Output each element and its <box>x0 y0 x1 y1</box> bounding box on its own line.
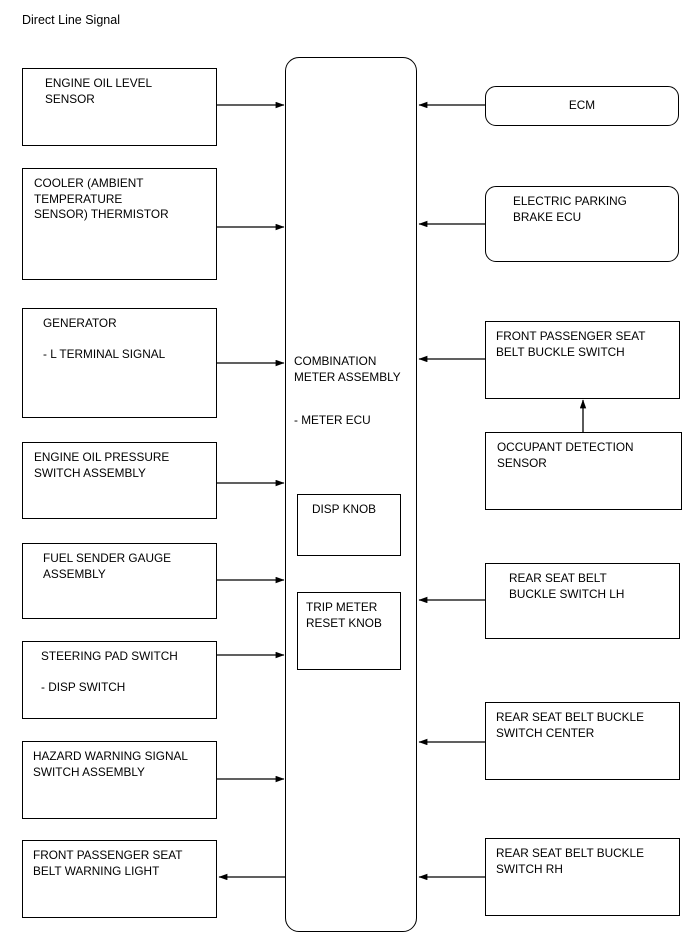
node-generator[interactable]: GENERATOR - L TERMINAL SIGNAL <box>22 308 217 418</box>
node-steering-pad-switch[interactable]: STEERING PAD SWITCH - DISP SWITCH <box>22 641 217 719</box>
node-rear-seat-belt-buckle-switch-center[interactable]: REAR SEAT BELT BUCKLE SWITCH CENTER <box>485 702 680 780</box>
node-ecm[interactable]: ECM <box>485 86 679 126</box>
node-hazard-warning-signal-switch-assembly[interactable]: HAZARD WARNING SIGNAL SWITCH ASSEMBLY <box>22 741 217 819</box>
node-rear-seat-belt-buckle-switch-rh[interactable]: REAR SEAT BELT BUCKLE SWITCH RH <box>485 838 680 916</box>
electric-parking-brake-ecu-label: ELECTRIC PARKING BRAKE ECU <box>513 194 627 224</box>
engine-oil-pressure-switch-label: ENGINE OIL PRESSURE SWITCH ASSEMBLY <box>34 450 170 480</box>
node-electric-parking-brake-ecu[interactable]: ELECTRIC PARKING BRAKE ECU <box>485 186 679 262</box>
engine-oil-level-sensor-label: ENGINE OIL LEVEL SENSOR <box>45 76 153 106</box>
cooler-thermistor-label: COOLER (AMBIENT TEMPERATURE SENSOR) THER… <box>34 176 169 221</box>
node-cooler-ambient-temperature-sensor-thermistor[interactable]: COOLER (AMBIENT TEMPERATURE SENSOR) THER… <box>22 168 217 280</box>
generator-label: GENERATOR - L TERMINAL SIGNAL <box>43 316 166 361</box>
node-trip-meter-reset-knob[interactable]: TRIP METER RESET KNOB <box>297 592 401 670</box>
occupant-detection-sensor-label: OCCUPANT DETECTION SENSOR <box>497 440 634 470</box>
disp-knob-label: DISP KNOB <box>312 502 377 516</box>
rear-buckle-switch-rh-label: REAR SEAT BELT BUCKLE SWITCH RH <box>496 846 644 876</box>
page-title: Direct Line Signal <box>22 13 120 27</box>
ecm-label: ECM <box>568 98 596 112</box>
front-passenger-buckle-switch-label: FRONT PASSENGER SEAT BELT BUCKLE SWITCH <box>496 329 646 359</box>
trip-meter-reset-knob-label: TRIP METER RESET KNOB <box>306 600 382 630</box>
steering-pad-switch-label: STEERING PAD SWITCH - DISP SWITCH <box>41 649 178 694</box>
combination-meter-assembly-title-line2: METER ASSEMBLY <box>294 370 401 384</box>
node-engine-oil-level-sensor[interactable]: ENGINE OIL LEVEL SENSOR <box>22 68 217 146</box>
node-occupant-detection-sensor[interactable]: OCCUPANT DETECTION SENSOR <box>485 432 682 510</box>
combination-meter-assembly-sub-label: - METER ECU <box>294 413 371 427</box>
node-fuel-sender-gauge-assembly[interactable]: FUEL SENDER GAUGE ASSEMBLY <box>22 543 217 619</box>
node-engine-oil-pressure-switch-assembly[interactable]: ENGINE OIL PRESSURE SWITCH ASSEMBLY <box>22 442 217 519</box>
hazard-warning-switch-label: HAZARD WARNING SIGNAL SWITCH ASSEMBLY <box>33 749 188 779</box>
rear-buckle-switch-lh-label: REAR SEAT BELT BUCKLE SWITCH LH <box>509 571 625 601</box>
node-front-passenger-seat-belt-buckle-switch[interactable]: FRONT PASSENGER SEAT BELT BUCKLE SWITCH <box>485 321 680 399</box>
fuel-sender-gauge-label: FUEL SENDER GAUGE ASSEMBLY <box>43 551 172 581</box>
node-front-passenger-seat-belt-warning-light[interactable]: FRONT PASSENGER SEAT BELT WARNING LIGHT <box>22 840 217 918</box>
node-rear-seat-belt-buckle-switch-lh[interactable]: REAR SEAT BELT BUCKLE SWITCH LH <box>485 563 680 639</box>
combination-meter-assembly-title-line1: COMBINATION <box>294 354 377 368</box>
front-passenger-warning-light-label: FRONT PASSENGER SEAT BELT WARNING LIGHT <box>33 848 183 878</box>
rear-buckle-switch-center-label: REAR SEAT BELT BUCKLE SWITCH CENTER <box>496 710 644 740</box>
node-disp-knob[interactable]: DISP KNOB <box>297 494 401 556</box>
